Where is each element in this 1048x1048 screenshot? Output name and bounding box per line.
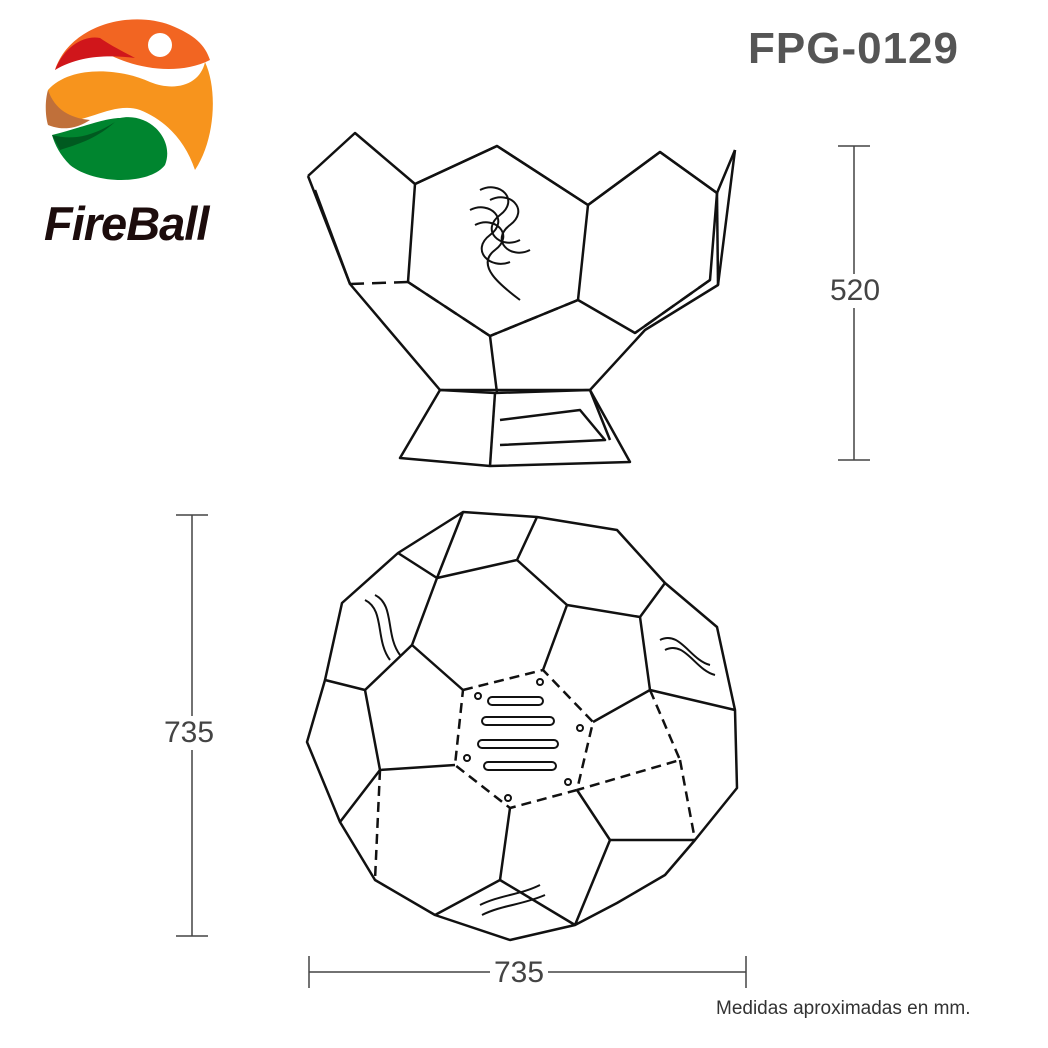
fireball-logo <box>45 19 213 180</box>
height-dimension: 520 <box>826 274 885 308</box>
measurement-note: Medidas aproximadas en mm. <box>716 998 971 1019</box>
top-view-drawing <box>305 510 739 942</box>
side-view-drawing <box>306 131 737 468</box>
product-code: FPG-0129 <box>748 24 959 73</box>
width-dimension: 735 <box>490 956 549 990</box>
depth-dimension: 735 <box>160 716 219 750</box>
brand-name: FireBall <box>44 197 209 250</box>
